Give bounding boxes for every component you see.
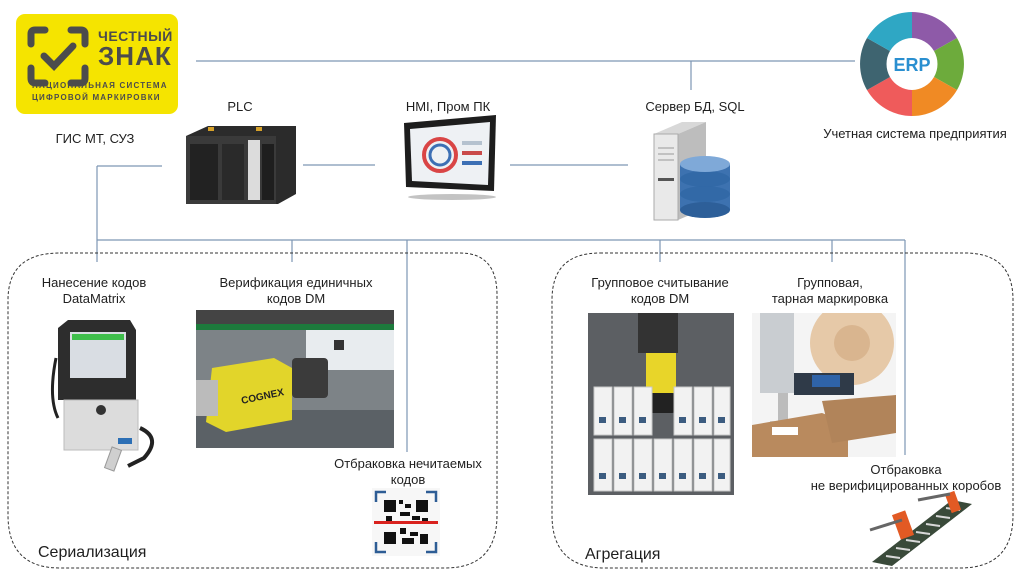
item-verify-line1: Верификация единичных [219,275,373,290]
aggregation-frame [551,252,1014,569]
item-verify-label: Верификация единичных кодов DM [196,275,396,307]
database-server-icon [653,122,730,221]
logo-brand-line1: ЧЕСТНЫЙ [98,28,173,44]
item-reject-codes-line2: кодов [390,472,426,487]
serialization-frame [7,252,498,569]
serialization-title: Сериализация [38,544,147,561]
item-group-read-line2: кодов DM [630,291,690,306]
item-inkjet-line1: Нанесение кодов [41,275,147,290]
item-labeler-line2: тарная маркировка [771,291,889,306]
erp-wheel-icon: ERP [860,12,964,116]
hmi-label: HMI, Пром ПК [405,99,491,114]
logo-tagline-line1: НАЦИОНАЛЬНАЯ СИСТЕМА [32,81,168,90]
item-inkjet-line2: DataMatrix [62,291,126,306]
group-read-camera-photo [588,313,734,495]
plc-icon [186,126,296,204]
item-box-reject-line2: не верифицированных коробов [810,478,1002,493]
hmi-panel-icon [404,115,496,200]
check-frame-icon [27,26,89,87]
gis-label: ГИС МТ, СУЗ [55,131,135,146]
label-applicator-photo [752,313,896,457]
cognex-camera-photo: COGNEX [196,310,394,448]
erp-label: Учетная система предприятия [823,126,1007,141]
item-labeler-line1: Групповая, [797,275,863,290]
item-reject-codes-label: Отбраковка нечитаемых кодов [318,456,498,488]
logo-brand-line2: ЗНАК [98,41,172,71]
chestny-znak-logo: ЧЕСТНЫЙ ЗНАК НАЦИОНАЛЬНАЯ СИСТЕМА ЦИФРОВ… [16,14,178,114]
item-reject-codes-line1: Отбраковка нечитаемых [334,456,482,471]
item-inkjet-label: Нанесение кодов DataMatrix [24,275,164,307]
item-box-reject-line1: Отбраковка [870,462,942,477]
logo-tagline-line2: ЦИФРОВОЙ МАРКИРОВКИ [32,93,161,102]
reject-conveyor-icon [869,490,972,566]
item-verify-line2: кодов DM [266,291,326,306]
erp-center-text: ERP [893,55,930,75]
rejected-qr-icon [372,488,440,556]
item-box-reject-label: Отбраковка не верифицированных коробов [796,462,1016,494]
plc-label: PLC [227,99,253,114]
logo-tagline: НАЦИОНАЛЬНАЯ СИСТЕМА ЦИФРОВОЙ МАРКИРОВКИ [32,80,168,104]
db-label: Сервер БД, SQL [645,99,745,114]
aggregation-title: Агрегация [585,546,661,563]
item-labeler-label: Групповая, тарная маркировка [752,275,908,307]
item-group-read-label: Групповое считывание кодов DM [570,275,750,307]
inkjet-printer-icon [51,320,154,472]
item-group-read-line1: Групповое считывание [591,275,729,290]
